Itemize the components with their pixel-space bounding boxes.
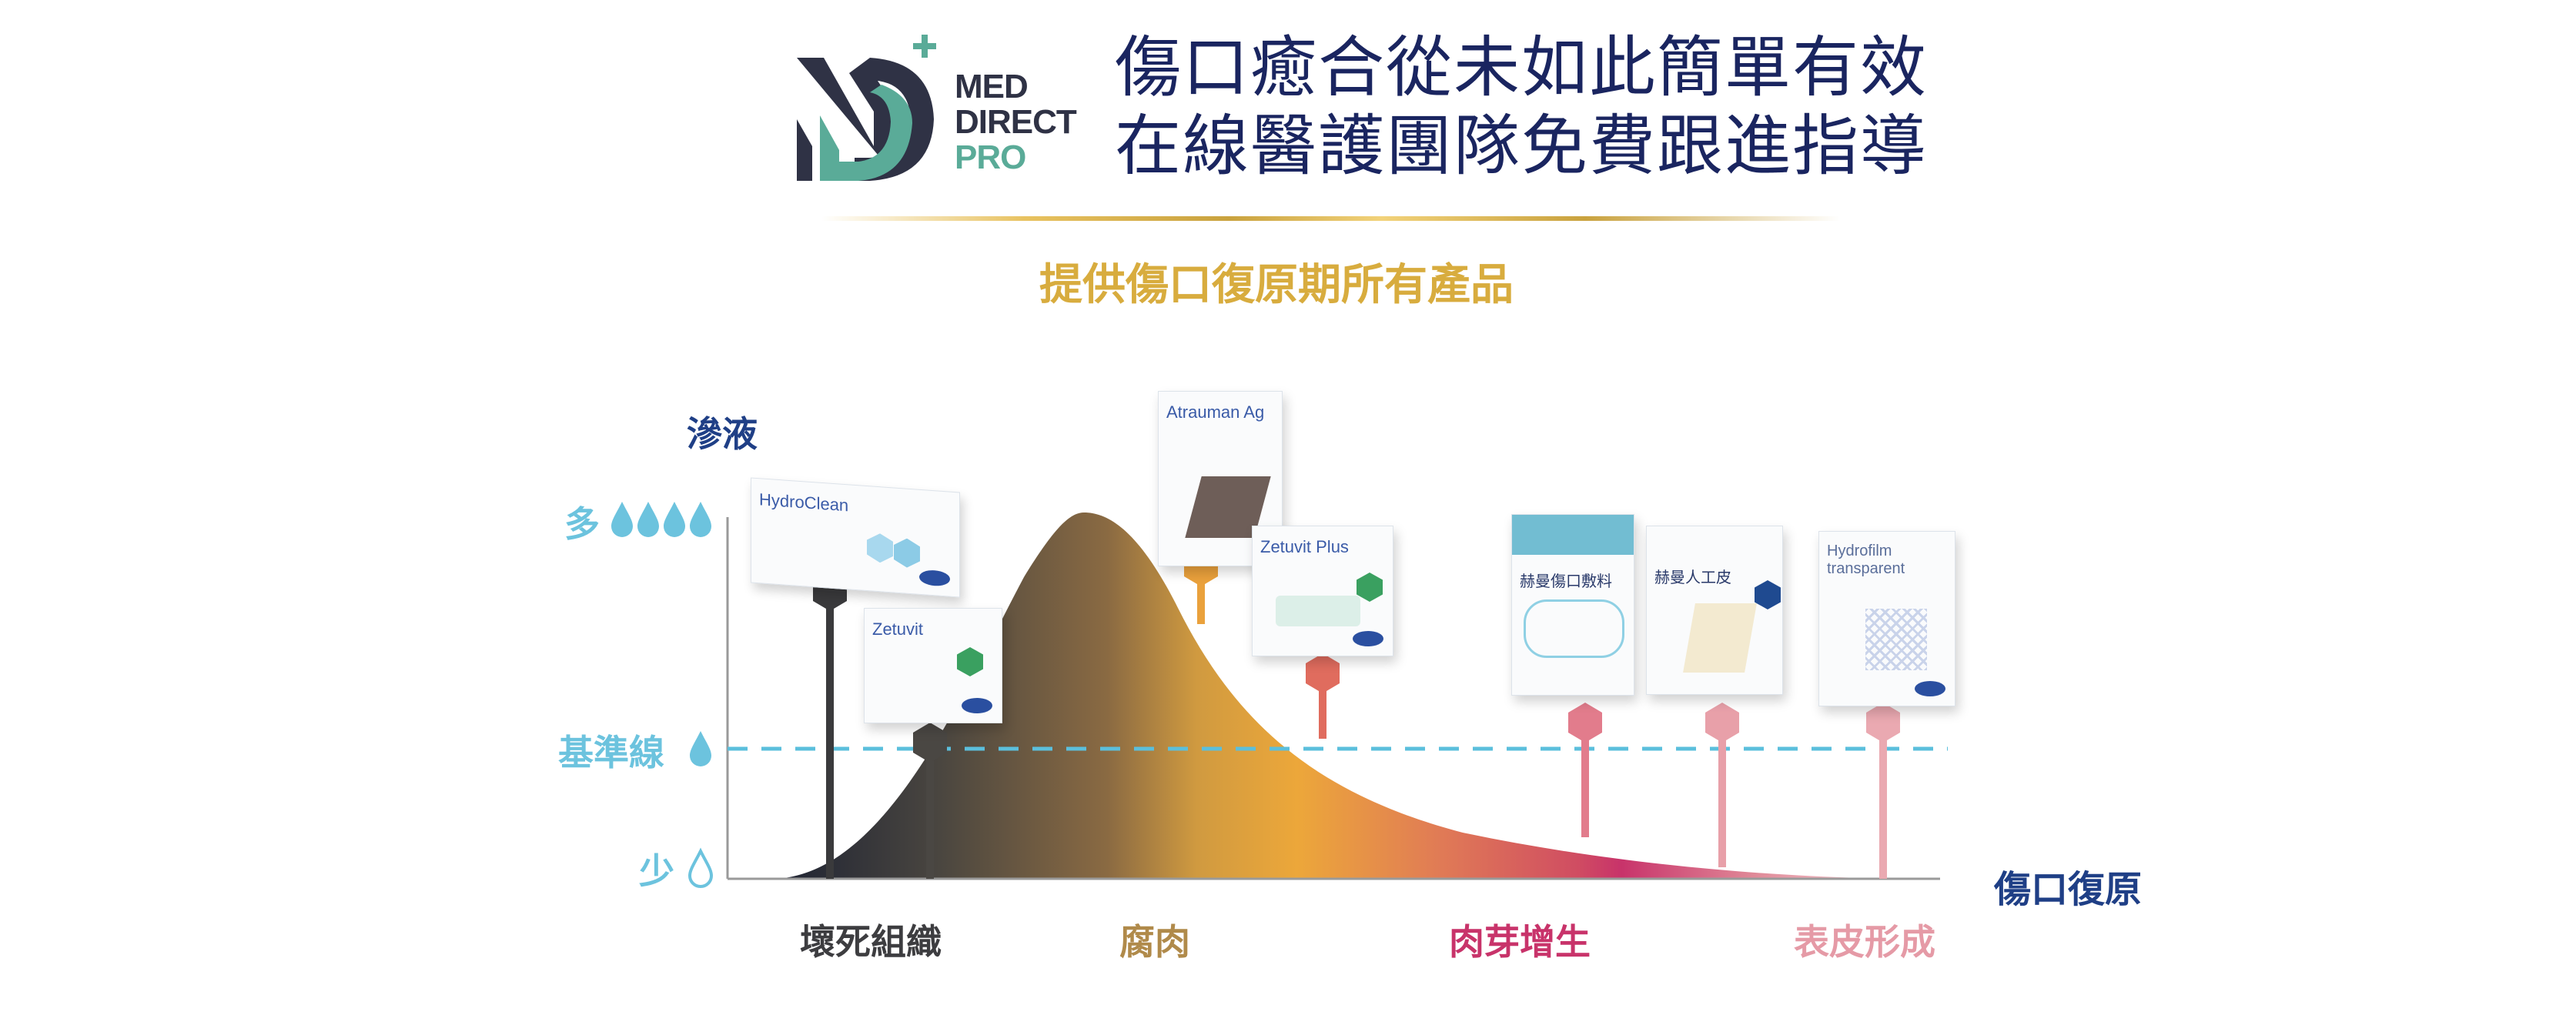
product-name: Atrauman Ag: [1166, 402, 1265, 422]
stage-necrotic: 壞死組織: [800, 921, 942, 963]
logo-text-direct: DIRECT: [955, 103, 1077, 141]
product-hartmann-dressing: 赫曼傷口敷料: [1511, 514, 1634, 696]
hexagon-marker-icon: [1568, 703, 1602, 743]
product-name: 赫曼傷口敷料: [1520, 573, 1612, 590]
hexagon-marker-icon: [913, 723, 947, 763]
y-level-low-label: 少: [639, 850, 674, 892]
product-name: Hydrofilm transparent: [1827, 543, 1905, 577]
product-hartmann-hydrocolloid: 赫曼人工皮: [1646, 526, 1783, 695]
logo-mark-icon: [797, 35, 936, 181]
headline-line-2: 在線醫護團隊免費跟進指導: [1115, 108, 1928, 185]
hexagon-marker-icon: [1705, 703, 1739, 743]
product-name: HydroClean: [759, 489, 849, 516]
stage-slough: 腐肉: [1119, 921, 1190, 963]
product-zetuvit-plus: Zetuvit Plus: [1252, 526, 1393, 656]
logo-text-pro: PRO: [955, 139, 1026, 176]
y-level-low: 少: [639, 843, 674, 894]
logo: MED DIRECT PRO: [797, 31, 1089, 185]
subtitle: 提供傷口復原期所有產品: [1039, 260, 1514, 310]
y-axis-title: 滲液: [687, 413, 758, 455]
product-zetuvit: Zetuvit: [864, 608, 1002, 723]
gold-divider: [821, 216, 1840, 221]
y-level-baseline-label: 基準線: [558, 732, 664, 773]
product-hydroclean: HydroClean: [751, 477, 960, 598]
y-level-high: 多: [564, 496, 600, 547]
stage-granulation: 肉芽增生: [1449, 921, 1591, 963]
product-name: Zetuvit: [872, 619, 924, 639]
y-level-baseline: 基準線: [558, 725, 664, 776]
hexagon-marker-icon: [1866, 703, 1900, 743]
headline-line-1: 傷口癒合從未如此簡單有效: [1115, 29, 1928, 106]
product-name: Zetuvit Plus: [1260, 537, 1349, 556]
stage-epithelialization: 表皮形成: [1794, 921, 1935, 963]
product-name: 赫曼人工皮: [1654, 569, 1731, 586]
product-hydrofilm: Hydrofilm transparent: [1818, 531, 1955, 706]
y-level-high-label: 多: [564, 503, 600, 545]
exudate-curve: [772, 512, 1889, 879]
logo-text-med: MED: [955, 68, 1029, 105]
x-axis-title: 傷口復原: [1994, 868, 2143, 911]
hexagon-marker-icon: [1306, 653, 1340, 693]
